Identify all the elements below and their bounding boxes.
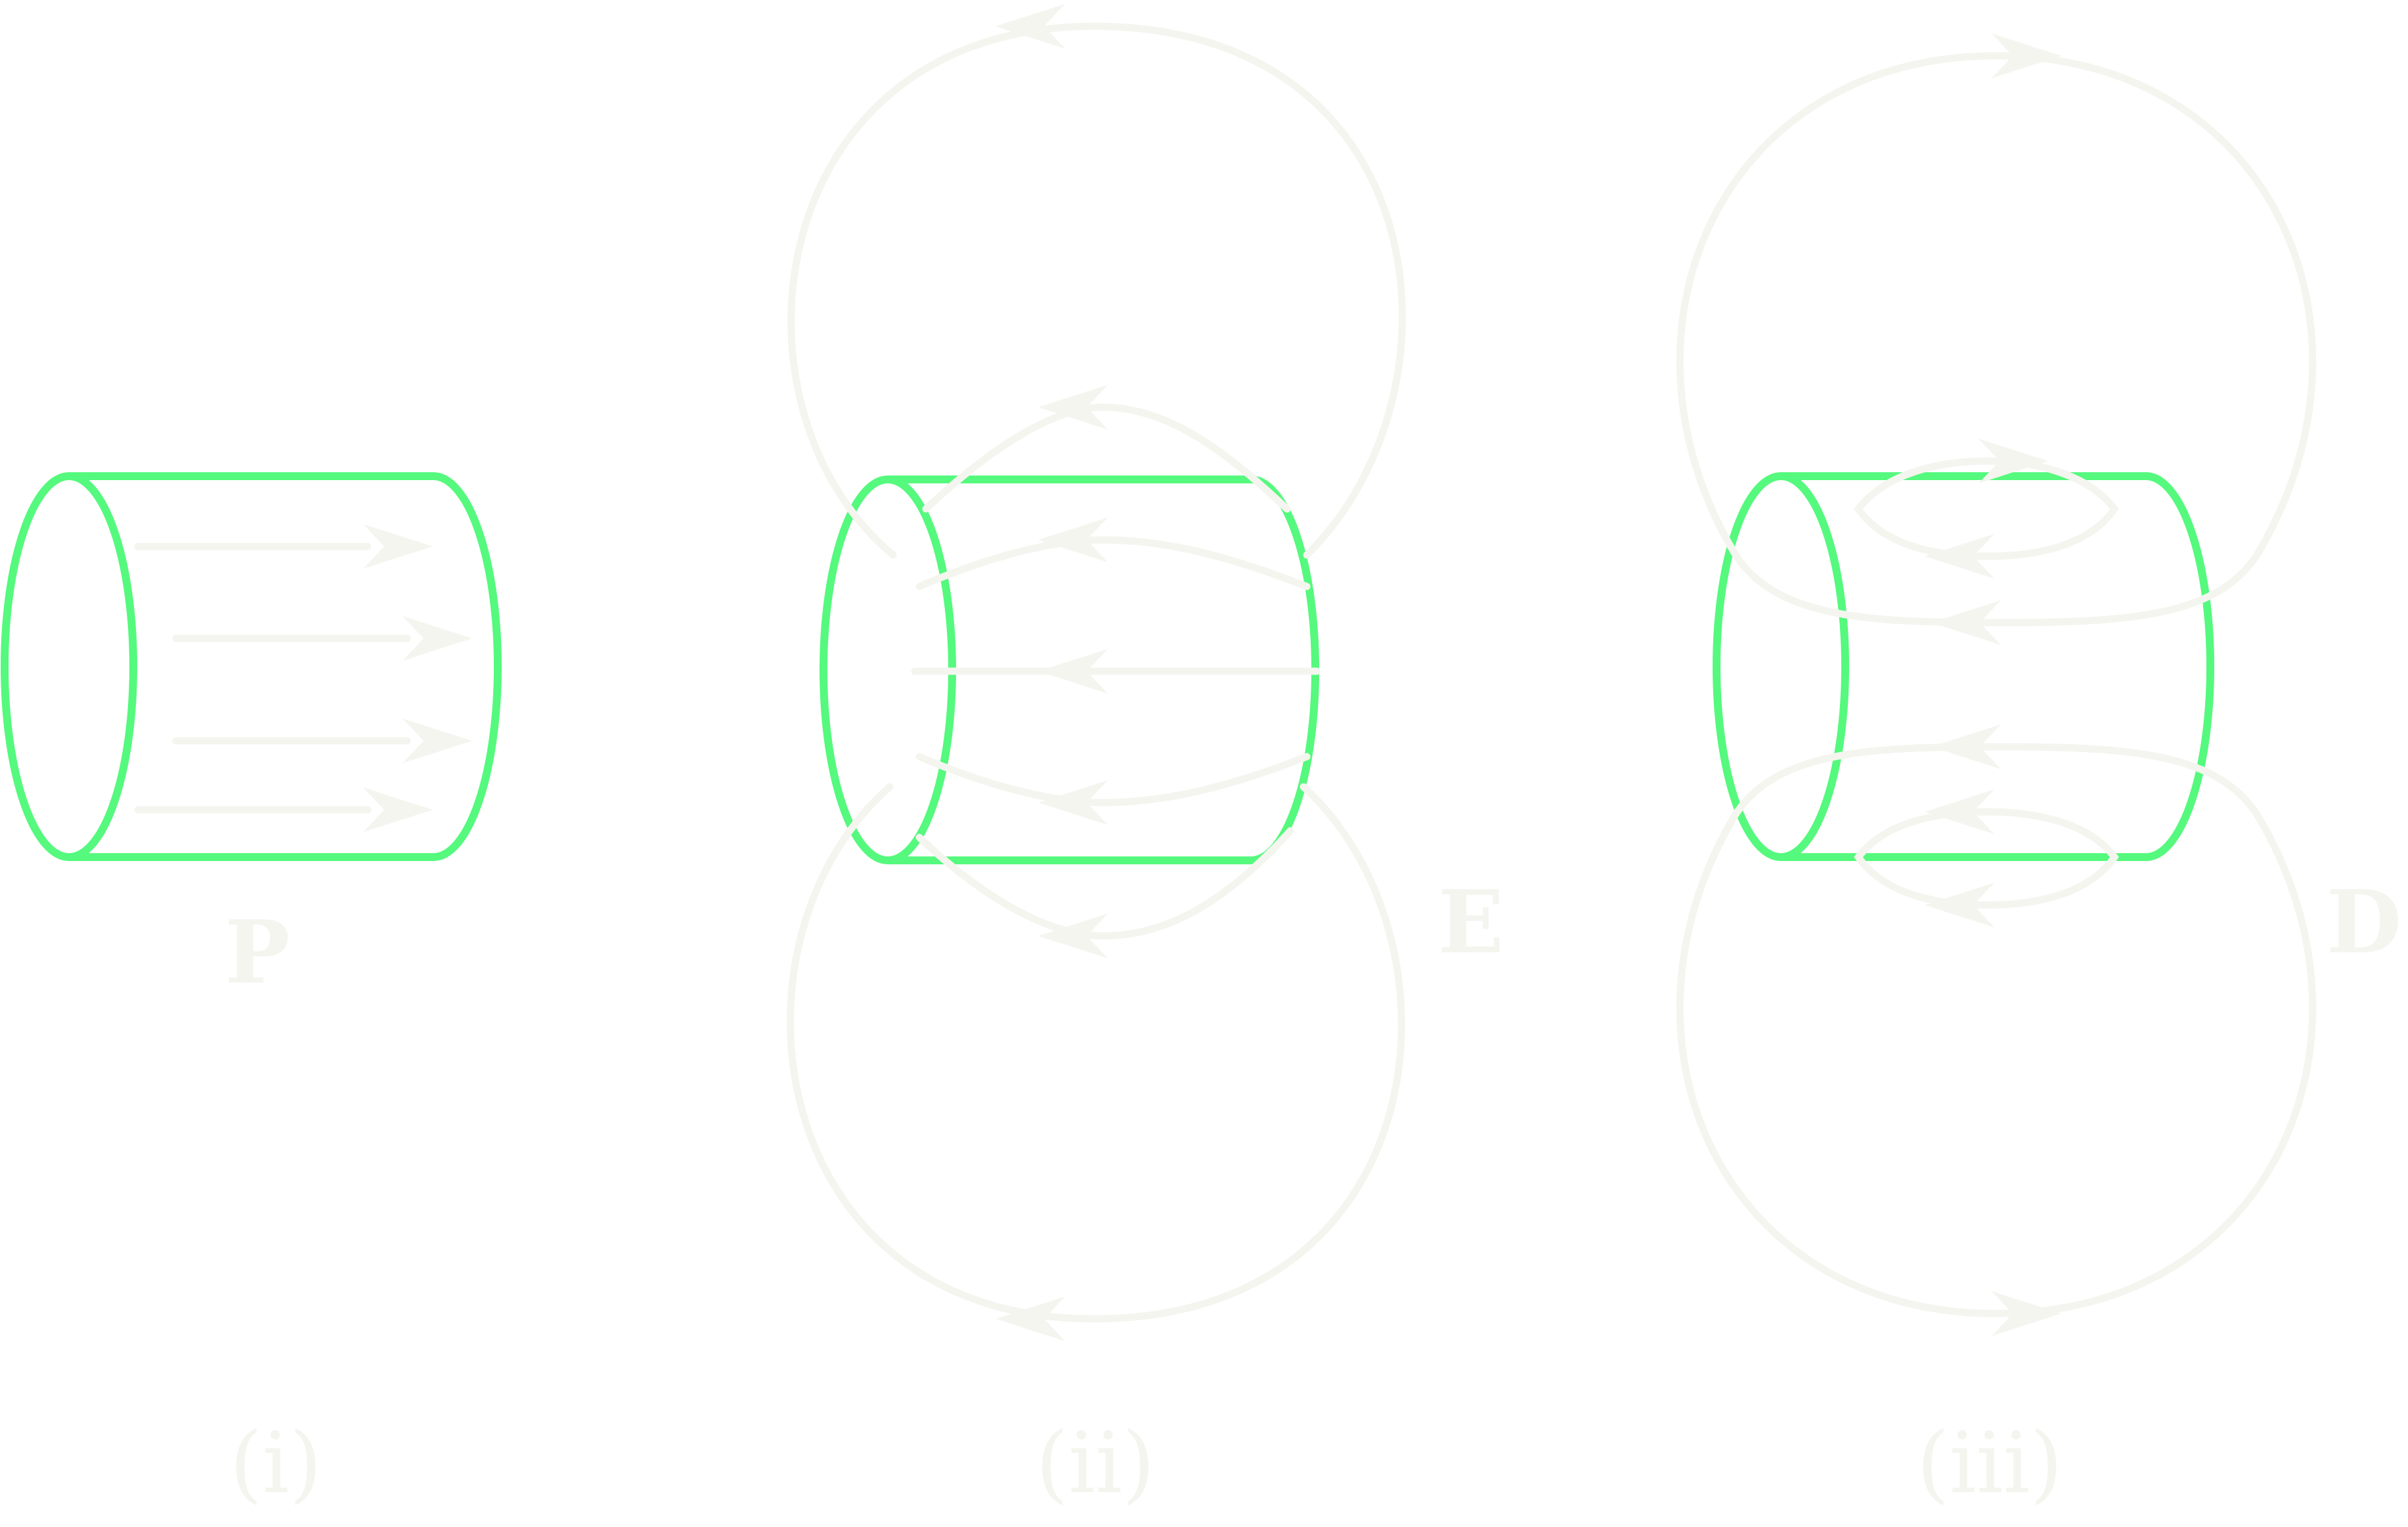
- caption-iii: (iii): [1917, 1415, 2063, 1513]
- polarization-arrow: [134, 787, 433, 832]
- electric-field-lines: [787, 4, 1406, 1341]
- d-line-inner-bottom: [1854, 789, 2119, 927]
- label-p: P: [225, 902, 290, 1004]
- displacement-field-lines: [1676, 33, 2317, 1336]
- d-line-outer-bottom: [1676, 724, 2317, 1336]
- panel-displacement: D (iii): [1676, 33, 2401, 1513]
- caption-i: (i): [230, 1415, 322, 1513]
- cylinder-p: [1, 472, 502, 861]
- polarization-arrow: [172, 616, 472, 661]
- field-line-outer-top: [787, 4, 1406, 559]
- cylinder-d: [1713, 472, 2214, 861]
- polarization-arrow: [172, 719, 472, 763]
- field-line-inner-top: [922, 385, 1291, 513]
- polarization-arrow: [134, 524, 433, 569]
- field-line-outer-bottom: [787, 783, 1405, 1341]
- polarization-arrows: [134, 524, 472, 832]
- d-line-inner-top: [1854, 439, 2119, 579]
- panel-electric-field: E (ii): [787, 4, 1504, 1513]
- label-e: E: [1438, 872, 1504, 973]
- d-line-outer-top: [1676, 33, 2317, 645]
- field-line-upper: [915, 518, 1311, 590]
- label-d: D: [2327, 872, 2401, 973]
- field-line-lower: [915, 753, 1311, 825]
- panel-polarization: P (i): [1, 472, 502, 1513]
- caption-ii: (ii): [1036, 1415, 1155, 1513]
- field-line-inner-bottom: [915, 827, 1294, 958]
- field-line-middle: [911, 649, 1321, 694]
